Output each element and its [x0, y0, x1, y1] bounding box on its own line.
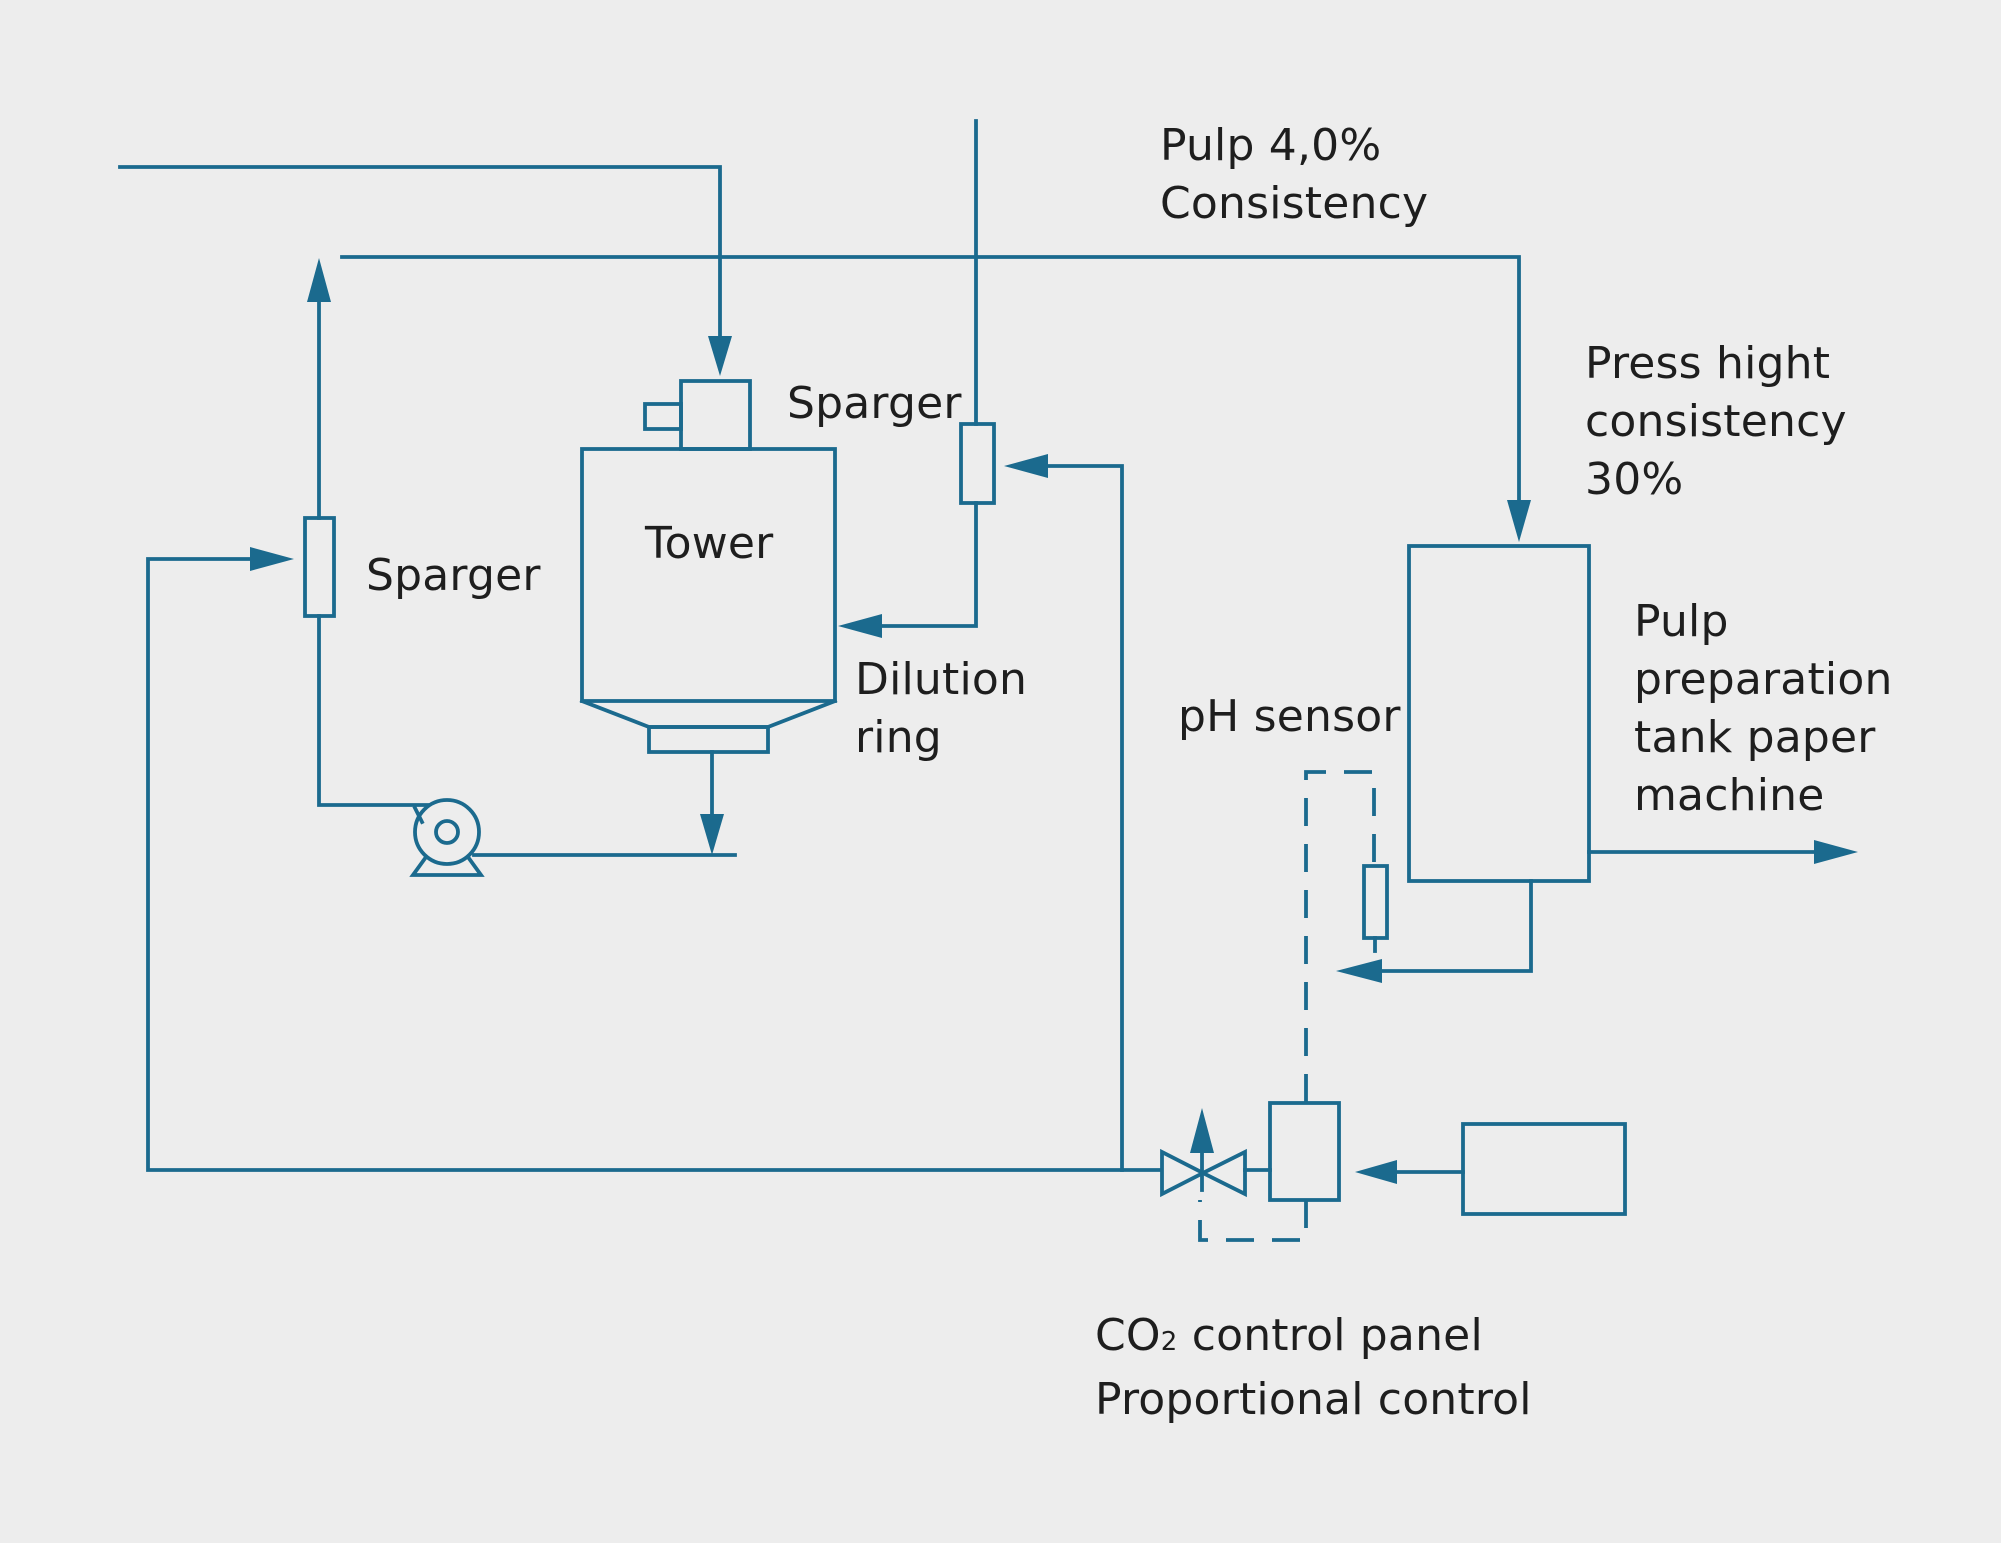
press-consistency-label: Press hight consistency 30% — [1585, 335, 1847, 509]
ph-sensor-label: pH sensor — [1178, 691, 1401, 742]
co2-source-tank — [1461, 1122, 1627, 1216]
arrow-into-top-sparger — [1004, 454, 1048, 478]
pump-impeller — [434, 819, 460, 845]
tank-line-1: Pulp — [1634, 596, 1729, 647]
pulp-consistency-line-2: Consistency — [1160, 178, 1429, 229]
ph-sensor — [1362, 864, 1389, 940]
control-signal-line — [1304, 770, 1376, 1102]
co2-panel-label: CO2 control panel Proportional control — [1095, 1307, 1532, 1429]
sparger-left-label: Sparger — [366, 550, 541, 601]
co2-panel-line-1: CO2 control panel — [1095, 1307, 1532, 1371]
co2-supply-arrow — [1355, 1160, 1397, 1184]
tower-side-nozzle — [643, 402, 683, 431]
pulp-consistency-line-1: Pulp 4,0% — [1160, 120, 1382, 171]
co2-subscript: 2 — [1160, 1327, 1178, 1357]
tank-label: Pulp preparation tank paper machine — [1634, 593, 1893, 825]
top-sparger — [959, 422, 996, 505]
sparger-top-label: Sparger — [787, 378, 962, 429]
co2-line-to-left-sparger — [146, 557, 1163, 1172]
valve-actuator-arrow — [1190, 1108, 1214, 1153]
tower-top-nozzle — [679, 379, 752, 451]
press-line-2: consistency — [1585, 396, 1847, 447]
arrow-into-tower-side — [838, 614, 882, 638]
pulp-consistency-label: Pulp 4,0% Consistency — [1160, 117, 1428, 233]
pump-casing — [413, 798, 481, 866]
co2-panel-line-2: Proportional control — [1095, 1374, 1532, 1425]
tower-cone — [579, 698, 838, 729]
co2-prefix: CO — [1095, 1310, 1161, 1361]
co2-rest: control panel — [1177, 1310, 1483, 1361]
left-sparger-outlet-arrow — [307, 258, 331, 302]
arrow-into-tower-top — [708, 336, 732, 376]
feed-line-to-tower — [118, 165, 722, 340]
tank-line-3: tank paper — [1634, 712, 1876, 763]
co2-control-panel — [1268, 1101, 1341, 1202]
left-sparger — [303, 516, 336, 618]
arrow-to-ph-sensor — [1336, 959, 1382, 983]
pump-base — [409, 854, 485, 877]
valve-signal-line — [1198, 1200, 1308, 1242]
tower-label: Tower — [645, 518, 774, 569]
co2-line-to-top-sparger — [1044, 464, 1124, 1172]
tank-outlet-arrow — [1814, 840, 1858, 864]
pulp-preparation-tank — [1407, 544, 1591, 883]
line-to-press — [340, 255, 1521, 502]
pump-discharge-line — [317, 614, 430, 807]
tower-outlet-arrow — [700, 814, 724, 855]
press-line-1: Press hight — [1585, 338, 1831, 389]
dilution-ring-label: Dilution ring — [855, 651, 1027, 767]
pump-discharge-nozzle — [412, 805, 425, 825]
tank-line-2: preparation — [1634, 654, 1893, 705]
dilution-ring-line-2: ring — [855, 712, 942, 763]
sparger-to-tower-line — [878, 501, 978, 628]
tank-line-4: machine — [1634, 770, 1825, 821]
dilution-ring-line-1: Dilution — [855, 654, 1028, 705]
tank-to-ph-line — [1378, 879, 1533, 973]
arrow-into-left-sparger — [250, 547, 294, 571]
dilution-ring — [647, 725, 770, 754]
press-line-3: 30% — [1585, 454, 1684, 505]
tower-body — [580, 447, 837, 703]
arrow-into-press — [1507, 500, 1531, 542]
